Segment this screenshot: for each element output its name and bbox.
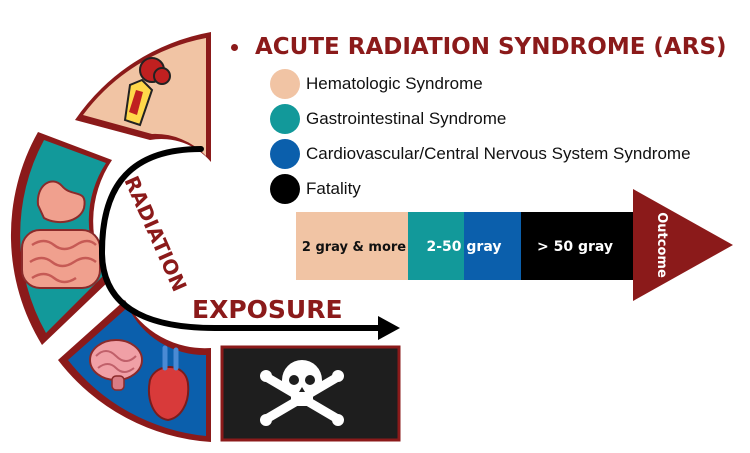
radiation-label: RADIATION — [119, 172, 191, 295]
radiation-label-group: RADIATION — [119, 172, 191, 295]
outcome-arrow: 2 gray & more 2-50 gray > 50 gray Outcom… — [296, 189, 733, 301]
exposure-label: EXPOSURE — [192, 295, 343, 324]
legend-label-gastrointestinal: Gastrointestinal Syndrome — [306, 109, 507, 128]
dose-segment-over-50-gray — [521, 212, 633, 280]
legend-label-fatality: Fatality — [306, 179, 361, 198]
outcome-label: Outcome — [654, 212, 669, 278]
legend-item-hematologic: Hematologic Syndrome — [270, 69, 483, 99]
legend-item-fatality: Fatality — [270, 174, 361, 204]
legend-item-gastrointestinal: Gastrointestinal Syndrome — [270, 104, 506, 134]
page-title: ACUTE RADIATION SYNDROME (ARS) — [255, 34, 727, 60]
brain-heart-icon — [89, 339, 190, 422]
dose-segment-cardiovascular — [464, 212, 521, 280]
skull-crossbones-icon — [260, 360, 344, 426]
digestive-organs-icon — [21, 180, 101, 289]
outcome-arrow-head — [633, 189, 733, 301]
legend-swatch-fatality — [270, 174, 300, 204]
dose-segment-2-gray — [296, 212, 408, 280]
legend-swatch-gastrointestinal — [270, 104, 300, 134]
dose-label-2-gray: 2 gray & more — [302, 240, 406, 255]
title-row: ACUTE RADIATION SYNDROME (ARS) — [231, 30, 727, 64]
legend-label-hematologic: Hematologic Syndrome — [306, 74, 483, 93]
dose-label-over-50-gray: > 50 gray — [537, 239, 613, 255]
dose-label-2-50-gray: 2-50 gray — [427, 239, 502, 255]
dose-segment-2-50-gray — [408, 212, 464, 280]
legend-swatch-cardiovascular — [270, 139, 300, 169]
legend-swatch-hematologic — [270, 69, 300, 99]
exposure-curve-arrow — [98, 146, 400, 340]
legend-label-cardiovascular: Cardiovascular/Central Nervous System Sy… — [306, 144, 691, 163]
title-bullet — [231, 43, 238, 51]
legend-item-cardiovascular: Cardiovascular/Central Nervous System Sy… — [270, 139, 691, 169]
bone-icon — [123, 57, 171, 127]
